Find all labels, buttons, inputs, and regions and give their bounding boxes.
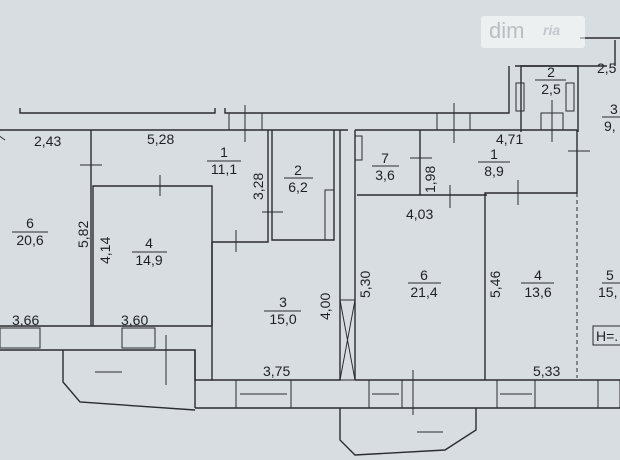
room-5-right: 515, xyxy=(598,267,620,300)
svg-text:4,14: 4,14 xyxy=(97,237,113,264)
svg-text:3,60: 3,60 xyxy=(121,312,148,328)
svg-text:3,28: 3,28 xyxy=(250,173,266,200)
svg-text:5,28: 5,28 xyxy=(147,131,174,147)
height-label: H=. xyxy=(592,325,620,346)
room-3: 315,0 xyxy=(264,294,301,327)
svg-text:1: 1 xyxy=(220,144,228,160)
svg-text:5: 5 xyxy=(606,267,614,283)
svg-text:2,5: 2,5 xyxy=(541,81,561,97)
svg-text:6,2: 6,2 xyxy=(288,179,308,195)
svg-text:5,30: 5,30 xyxy=(357,271,373,298)
room-2-left: 26,2 xyxy=(284,162,313,195)
svg-text:7: 7 xyxy=(381,150,389,166)
svg-text:11,1: 11,1 xyxy=(211,161,237,177)
svg-text:20,6: 20,6 xyxy=(16,232,43,248)
svg-text:4: 4 xyxy=(534,267,542,283)
svg-text:3,6: 3,6 xyxy=(375,167,395,183)
room-2-right: 22,5 xyxy=(535,64,566,97)
svg-text:5,33: 5,33 xyxy=(533,363,560,379)
svg-text:6: 6 xyxy=(26,215,34,231)
svg-text:2,5: 2,5 xyxy=(597,60,617,76)
room-6-left: 620,6 xyxy=(12,215,48,248)
svg-text:3,66: 3,66 xyxy=(12,312,39,328)
svg-text:4,00: 4,00 xyxy=(317,293,333,320)
svg-text:6: 6 xyxy=(420,267,428,283)
room-7: 73,6 xyxy=(372,150,399,183)
svg-text:13,6: 13,6 xyxy=(524,284,551,300)
dimension-labels: 2,43 5,28 4,71 4,03 3,66 3,60 3,75 5,33 … xyxy=(12,60,617,379)
svg-text:1,98: 1,98 xyxy=(422,166,438,193)
svg-text:2: 2 xyxy=(547,64,555,80)
room-4-left: 414,9 xyxy=(132,235,167,268)
room-1-middle: 18,9 xyxy=(478,146,510,179)
room-labels: 620,6 414,9 111,1 26,2 315,0 73,6 18,9 6… xyxy=(12,64,620,327)
svg-text:H=.: H=. xyxy=(596,328,618,344)
svg-text:3: 3 xyxy=(279,294,287,310)
svg-text:8,9: 8,9 xyxy=(484,163,504,179)
svg-text:4,03: 4,03 xyxy=(406,206,433,222)
svg-text:4: 4 xyxy=(145,235,153,251)
svg-text:14,9: 14,9 xyxy=(135,252,162,268)
svg-text:2: 2 xyxy=(294,162,302,178)
svg-text:15,: 15, xyxy=(598,284,617,300)
svg-text:4,71: 4,71 xyxy=(496,131,523,147)
svg-text:21,4: 21,4 xyxy=(410,284,437,300)
svg-text:9,: 9, xyxy=(604,118,616,134)
svg-text:3,75: 3,75 xyxy=(263,363,290,379)
svg-text:5,46: 5,46 xyxy=(487,271,503,298)
room-6-middle: 621,4 xyxy=(408,267,441,300)
room-4-right: 413,6 xyxy=(521,267,554,300)
svg-text:3: 3 xyxy=(610,101,618,117)
room-3-right: 39, xyxy=(602,101,620,134)
room-1-left: 111,1 xyxy=(207,144,241,177)
walls xyxy=(0,37,620,456)
svg-text:1: 1 xyxy=(490,146,498,162)
svg-text:5,82: 5,82 xyxy=(75,221,91,248)
svg-text:2,43: 2,43 xyxy=(34,133,61,149)
svg-text:15,0: 15,0 xyxy=(269,311,296,327)
